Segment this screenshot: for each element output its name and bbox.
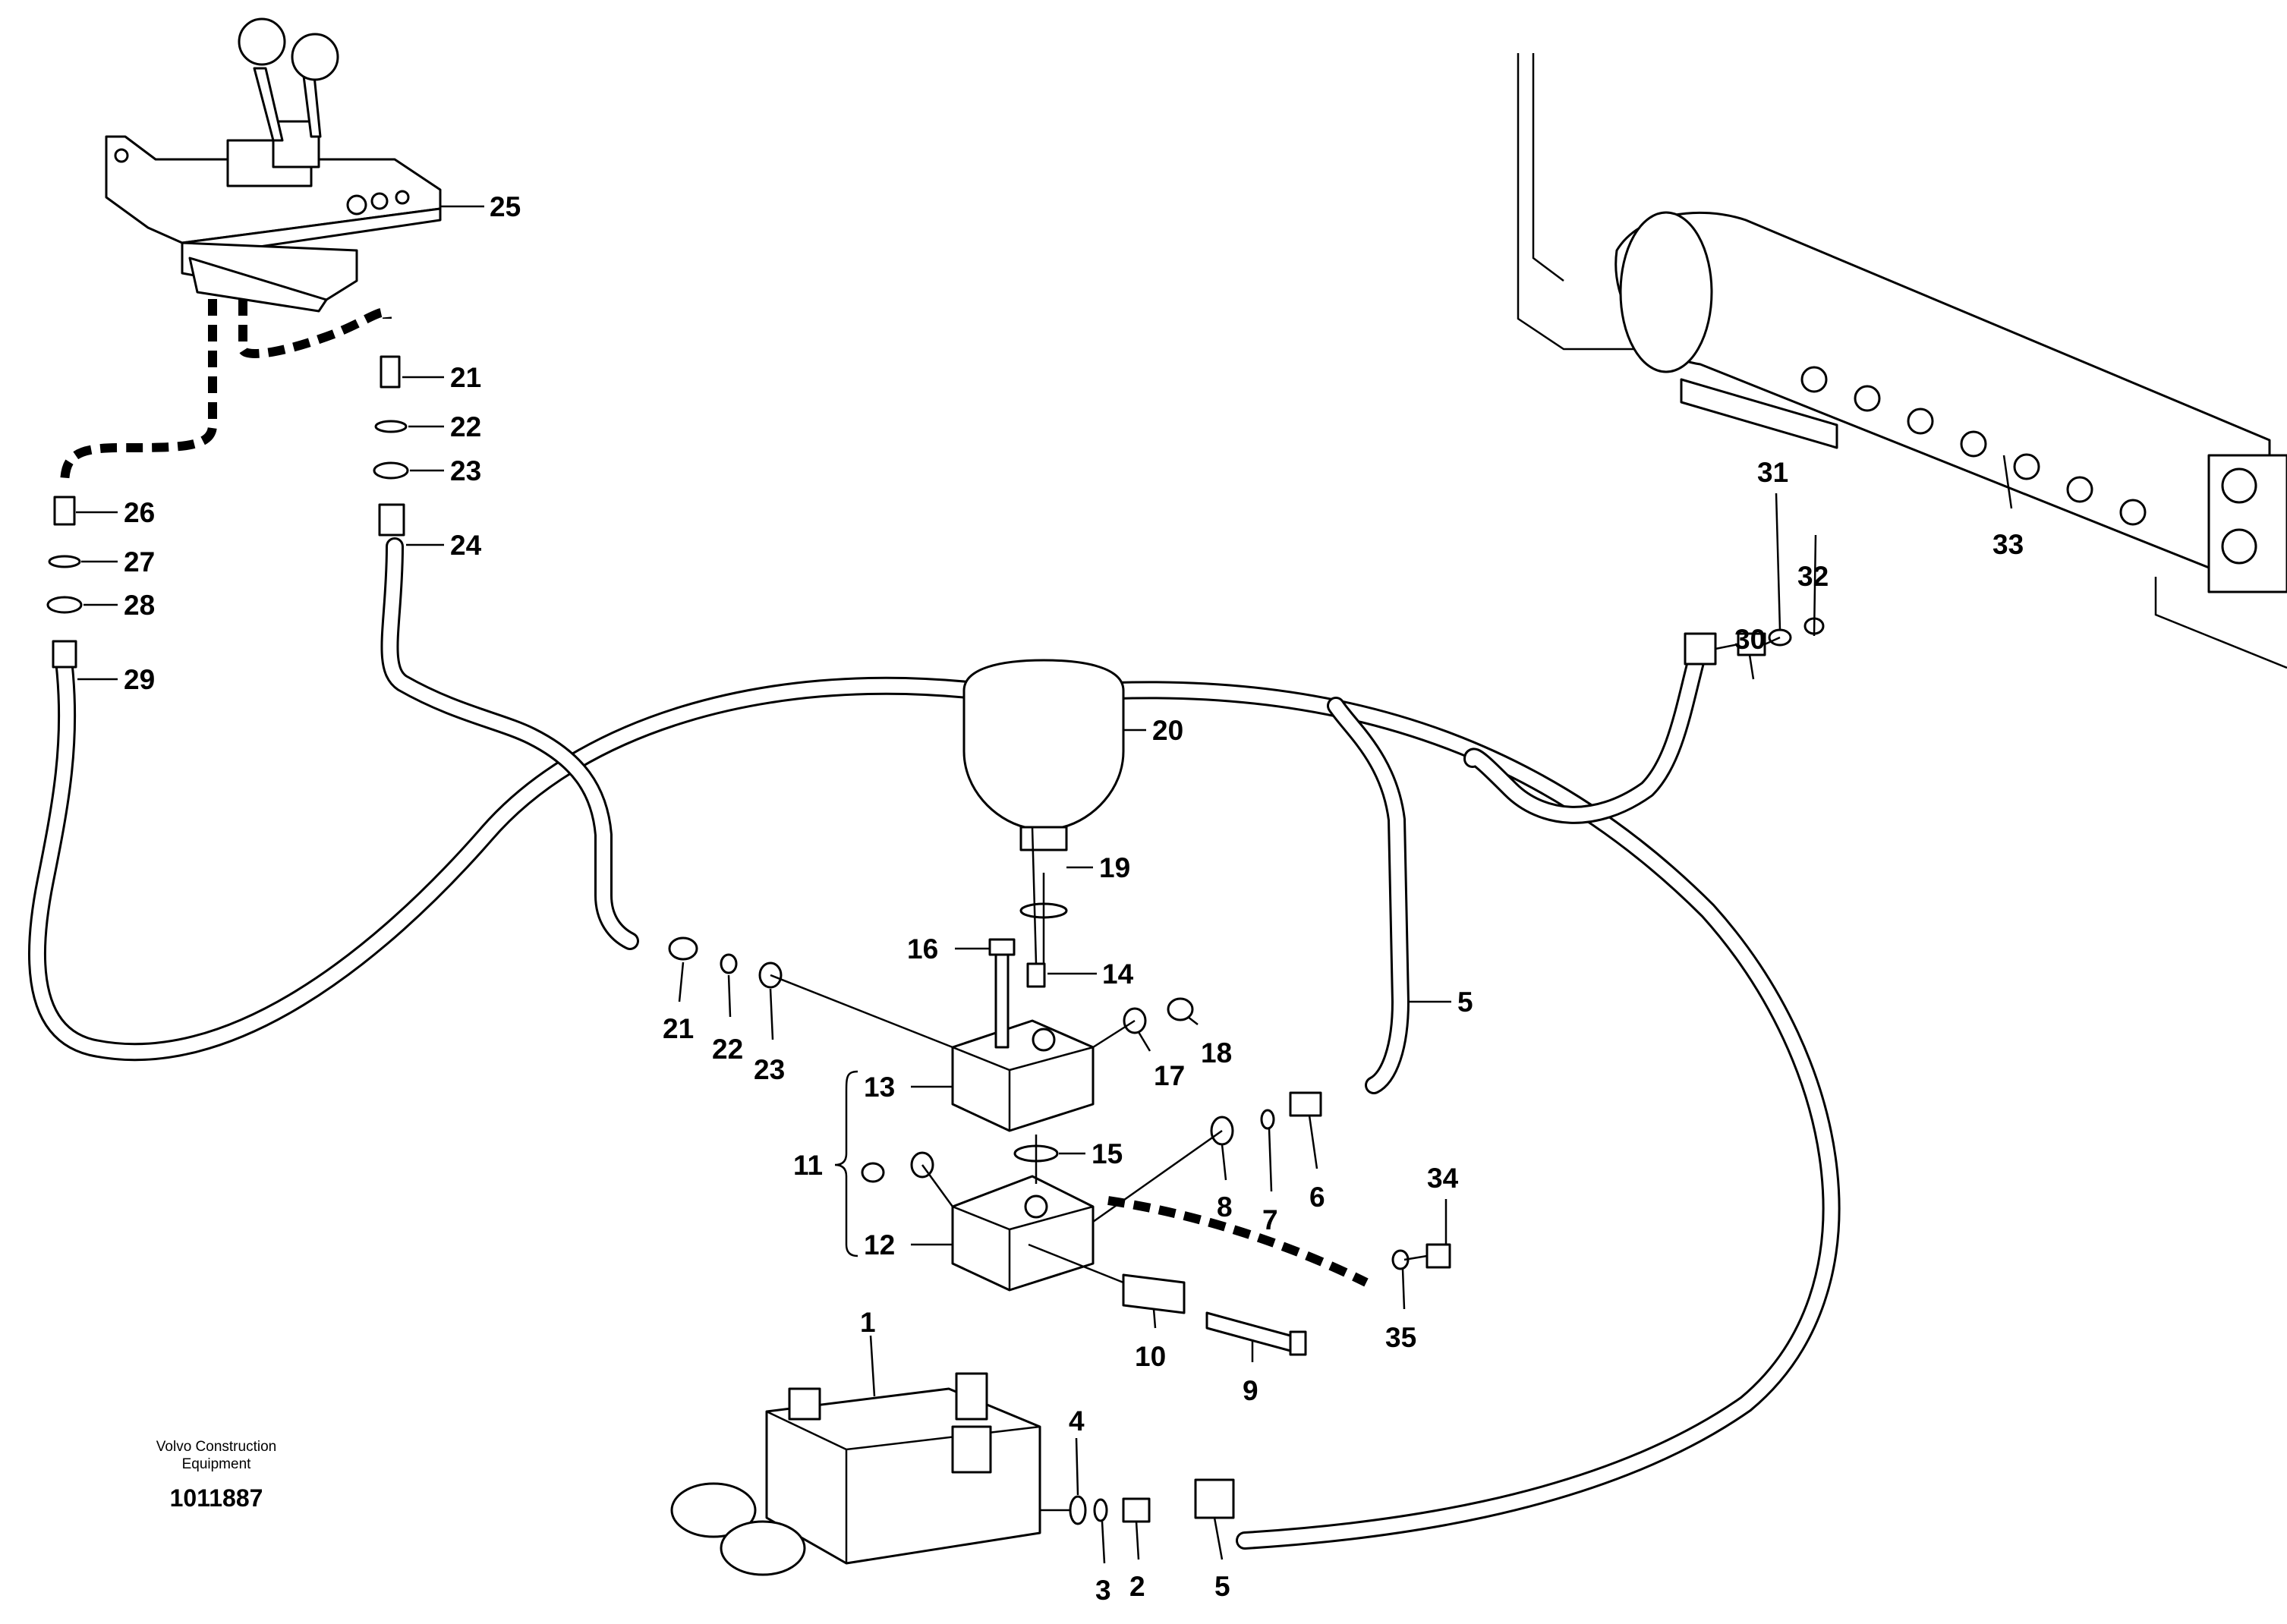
callout-4: 4 <box>1069 1405 1085 1437</box>
callout-35: 35 <box>1385 1322 1416 1353</box>
hose-5-upper <box>1327 697 1410 1094</box>
callout-5-lower: 5 <box>1214 1571 1230 1602</box>
callout-14: 14 <box>1102 958 1134 990</box>
valve-block-13 <box>951 938 1095 1132</box>
control-lever-unit <box>105 17 442 313</box>
callout-23-top: 23 <box>450 455 481 486</box>
callout-7: 7 <box>1262 1204 1278 1235</box>
valve-block-12 <box>951 1144 1095 1292</box>
callout-2: 2 <box>1129 1571 1145 1602</box>
callout-22-mid: 22 <box>712 1034 743 1065</box>
drawing-number: 1011887 <box>170 1484 263 1512</box>
callout-24: 24 <box>450 530 482 561</box>
callout-6: 6 <box>1309 1182 1325 1213</box>
drawing-footer: Volvo Construction Equipment 1011887 <box>156 1439 276 1512</box>
callout-25: 25 <box>490 191 521 222</box>
callout-21-top: 21 <box>450 362 481 393</box>
callout-29: 29 <box>124 664 155 695</box>
callout-30: 30 <box>1734 624 1766 655</box>
cylinder-assembly <box>1517 53 2287 669</box>
dashed-connections <box>60 273 1369 1287</box>
callout-1: 1 <box>860 1307 876 1338</box>
accumulator <box>962 659 1125 919</box>
small-fittings <box>668 936 1451 1356</box>
callout-13: 13 <box>864 1072 895 1103</box>
callout-21-mid: 21 <box>663 1013 694 1044</box>
callout-8: 8 <box>1217 1191 1233 1223</box>
callout-31: 31 <box>1757 457 1788 488</box>
callout-10: 10 <box>1135 1341 1166 1372</box>
callout-20: 20 <box>1152 715 1183 746</box>
main-valve <box>670 1372 1235 1576</box>
callout-18: 18 <box>1201 1037 1232 1069</box>
callout-5-upper: 5 <box>1457 987 1473 1018</box>
callout-33: 33 <box>1992 529 2024 560</box>
callout-34: 34 <box>1427 1163 1459 1194</box>
callout-19: 19 <box>1099 852 1130 883</box>
leader-lines <box>770 826 1428 1284</box>
callout-9: 9 <box>1243 1375 1258 1406</box>
company-name-line2: Equipment <box>182 1456 252 1472</box>
callout-11: 11 <box>793 1150 823 1181</box>
callout-26: 26 <box>124 497 155 528</box>
callout-15: 15 <box>1092 1138 1123 1169</box>
callout-32: 32 <box>1797 561 1829 592</box>
callout-23-mid: 23 <box>754 1054 785 1085</box>
company-name-line1: Volvo Construction <box>156 1439 276 1455</box>
hose-assemblies <box>27 537 1841 1550</box>
callout-28: 28 <box>124 590 155 621</box>
fitting-stack-left <box>46 355 409 669</box>
callout-16: 16 <box>907 933 938 965</box>
callout-3: 3 <box>1095 1575 1111 1606</box>
callout-27: 27 <box>124 546 155 578</box>
callout-labels: 25 21 22 23 24 26 27 28 29 20 19 16 14 2… <box>76 191 2024 1606</box>
callout-22-top: 22 <box>450 411 481 442</box>
callout-17: 17 <box>1154 1060 1185 1091</box>
callout-12: 12 <box>864 1229 895 1260</box>
